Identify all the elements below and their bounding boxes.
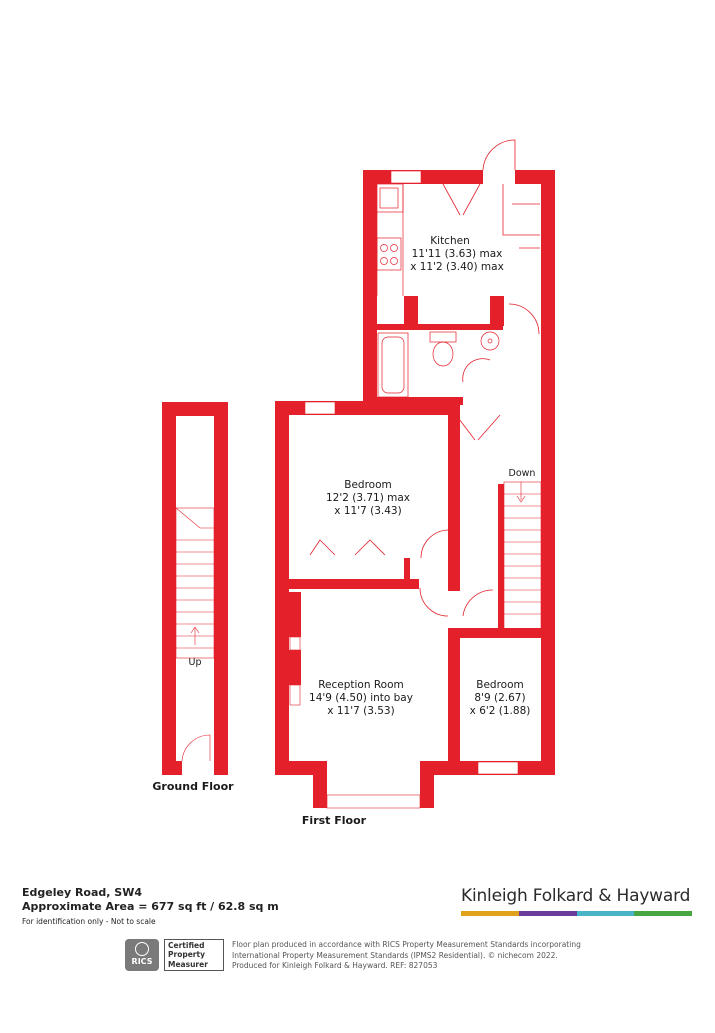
rics-line-2: Property: [168, 950, 205, 960]
svg-text:11'11 (3.63) max: 11'11 (3.63) max: [412, 248, 503, 260]
bedroom2-label: Bedroom 8'9 (2.67) x 6'2 (1.88): [470, 679, 531, 717]
bedroom1-label: Bedroom 12'2 (3.71) max x 11'7 (3.43): [326, 479, 410, 517]
ground-floor-walls: [162, 402, 228, 775]
windows: [289, 170, 519, 809]
disclaimer-line-3: Produced for Kinleigh Folkard & Hayward.…: [232, 961, 438, 970]
stairs-up-label: Up: [189, 657, 202, 668]
svg-text:x 11'2 (3.40) max: x 11'2 (3.40) max: [410, 261, 504, 273]
stairs-down: [503, 481, 542, 635]
ground-floor-label: Ground Floor: [152, 780, 234, 793]
reception-label: Reception Room 14'9 (4.50) into bay x 11…: [309, 679, 413, 717]
svg-text:x 6'2 (1.88): x 6'2 (1.88): [470, 705, 531, 717]
scale-note: For identification only - Not to scale: [22, 917, 156, 926]
svg-text:x 11'7 (3.53): x 11'7 (3.53): [327, 705, 394, 717]
svg-text:x 11'7 (3.43): x 11'7 (3.43): [334, 505, 401, 517]
disclaimer-line-2: International Property Measurement Stand…: [232, 950, 558, 960]
stairs-down-label: Down: [509, 468, 536, 479]
svg-text:Bedroom: Bedroom: [476, 679, 524, 691]
rics-badge-text: RICS: [131, 957, 153, 966]
approximate-area: Approximate Area = 677 sq ft / 62.8 sq m: [22, 900, 279, 913]
rics-certified-text: Certified Property Measurer: [164, 939, 224, 971]
first-floor-label: First Floor: [302, 814, 367, 827]
property-info: Edgeley Road, SW4 Approximate Area = 677…: [22, 886, 279, 926]
svg-text:12'2 (3.71) max: 12'2 (3.71) max: [326, 492, 410, 504]
kitchen-fixtures: [376, 183, 404, 296]
svg-text:Reception Room: Reception Room: [318, 679, 404, 691]
rics-logo: RICS Certified Property Measurer: [125, 939, 225, 971]
first-floor-walls: [275, 170, 555, 808]
rics-emblem-icon: [135, 942, 149, 956]
svg-text:Bedroom: Bedroom: [344, 479, 392, 491]
kitchen-label: Kitchen 11'11 (3.63) max x 11'2 (3.40) m…: [410, 235, 504, 273]
agent-brand: Kinleigh Folkard & Hayward: [461, 886, 692, 916]
brand-bar-segment: [634, 911, 692, 916]
bathroom-fixtures: [377, 331, 500, 398]
brand-bar-segment: [518, 911, 577, 916]
address: Edgeley Road, SW4: [22, 886, 142, 899]
svg-text:14'9 (4.50) into bay: 14'9 (4.50) into bay: [309, 692, 413, 704]
rics-line-1: Certified: [168, 941, 205, 950]
floor-plan: Kitchen 11'11 (3.63) max x 11'2 (3.40) m…: [152, 139, 555, 827]
brand-bar-segment: [576, 911, 635, 916]
svg-text:8'9 (2.67): 8'9 (2.67): [474, 692, 525, 704]
brand-name: Kinleigh Folkard & Hayward: [461, 886, 691, 906]
rics-line-3: Measurer: [168, 959, 208, 969]
door-swings: [309, 139, 540, 617]
rics-badge: RICS: [125, 939, 159, 971]
svg-text:Kitchen: Kitchen: [430, 235, 469, 247]
brand-color-bar: [461, 911, 692, 916]
disclaimer: Floor plan produced in accordance with R…: [232, 940, 612, 972]
disclaimer-line-1: Floor plan produced in accordance with R…: [232, 940, 581, 949]
brand-bar-segment: [461, 911, 519, 916]
stairs-up: [175, 507, 215, 762]
